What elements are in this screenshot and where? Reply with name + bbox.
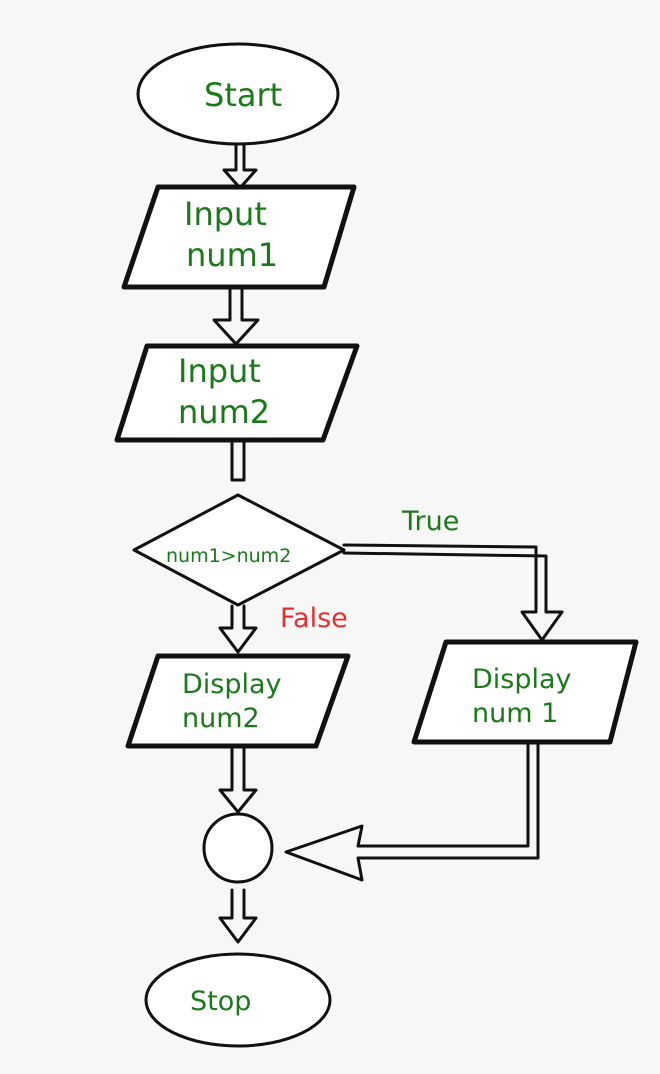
edge-join-stop — [218, 888, 258, 944]
edge-label-false: False — [280, 603, 348, 634]
node-start — [136, 42, 340, 146]
display2-label-line1: Display — [182, 669, 282, 700]
display1-label-line2: num 1 — [472, 698, 558, 729]
edge-input1-input2 — [212, 288, 260, 346]
edge-label-true: True — [401, 506, 459, 537]
start-label: Start — [204, 76, 282, 114]
edge-display2-join — [218, 746, 258, 814]
node-input2 — [114, 343, 360, 443]
edge-decision-display2 — [218, 604, 258, 654]
node-display2 — [125, 653, 351, 749]
node-stop — [144, 952, 332, 1048]
input1-label-line1: Input — [184, 195, 267, 233]
node-input1 — [121, 184, 357, 290]
stop-label: Stop — [190, 986, 251, 1017]
edge-input2-decision — [230, 440, 246, 482]
edge-start-input1 — [222, 138, 258, 190]
display1-label-line1: Display — [472, 664, 572, 695]
input2-label-line2: num2 — [178, 393, 270, 431]
decision-label: num1>num2 — [166, 545, 291, 567]
display2-label-line2: num2 — [182, 703, 260, 734]
input1-label-line2: num1 — [186, 236, 278, 274]
edge-display1-join — [284, 740, 540, 882]
edge-decision-display1 — [342, 543, 564, 642]
node-display1 — [411, 639, 639, 745]
node-join — [202, 812, 274, 884]
node-decision — [132, 493, 346, 607]
input2-label-line1: Input — [178, 352, 261, 390]
